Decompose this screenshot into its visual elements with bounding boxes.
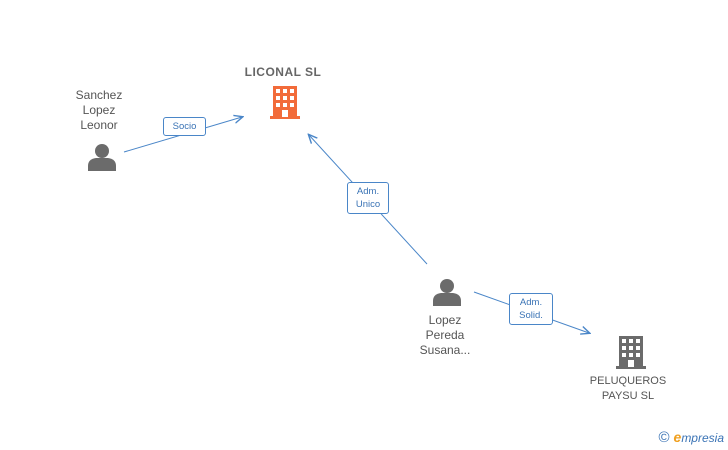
company-name-liconal[interactable]: LICONAL SL bbox=[244, 65, 322, 79]
name-line: Pereda bbox=[425, 328, 465, 342]
name-line: PAYSU SL bbox=[601, 390, 655, 402]
relation-text: Socio bbox=[172, 121, 197, 132]
name-line: Susana... bbox=[419, 343, 471, 357]
person-name-sanchez[interactable]: Sanchez Lopez Leonor bbox=[54, 88, 144, 133]
brand-name: mpresia bbox=[681, 431, 724, 445]
relation-text: Unico bbox=[355, 199, 381, 210]
brand-initial: e bbox=[673, 429, 682, 445]
relation-text: Solid. bbox=[519, 310, 543, 321]
name-line: Lopez bbox=[428, 313, 462, 327]
person-name-lopez[interactable]: Lopez Pereda Susana... bbox=[400, 313, 490, 358]
building-icon bbox=[616, 336, 646, 369]
person-icon bbox=[88, 144, 116, 171]
company-name-peluqueros[interactable]: PELUQUEROS PAYSU SL bbox=[573, 374, 683, 404]
name-line: Lopez bbox=[82, 103, 116, 117]
relation-label-adm-solid: Adm. Solid. bbox=[509, 293, 553, 325]
empresia-watermark: ©empresia bbox=[658, 429, 724, 446]
name-line: Leonor bbox=[80, 118, 118, 132]
relation-text: Adm. bbox=[519, 297, 543, 308]
copyright-icon: © bbox=[658, 429, 670, 446]
relation-text: Adm. bbox=[356, 186, 380, 197]
name-line: Sanchez bbox=[75, 88, 123, 102]
relation-label-socio: Socio bbox=[163, 117, 206, 136]
building-icon bbox=[270, 86, 300, 119]
name-line: PELUQUEROS bbox=[589, 375, 667, 387]
relation-label-adm-unico: Adm. Unico bbox=[347, 182, 389, 214]
person-icon bbox=[433, 279, 461, 306]
